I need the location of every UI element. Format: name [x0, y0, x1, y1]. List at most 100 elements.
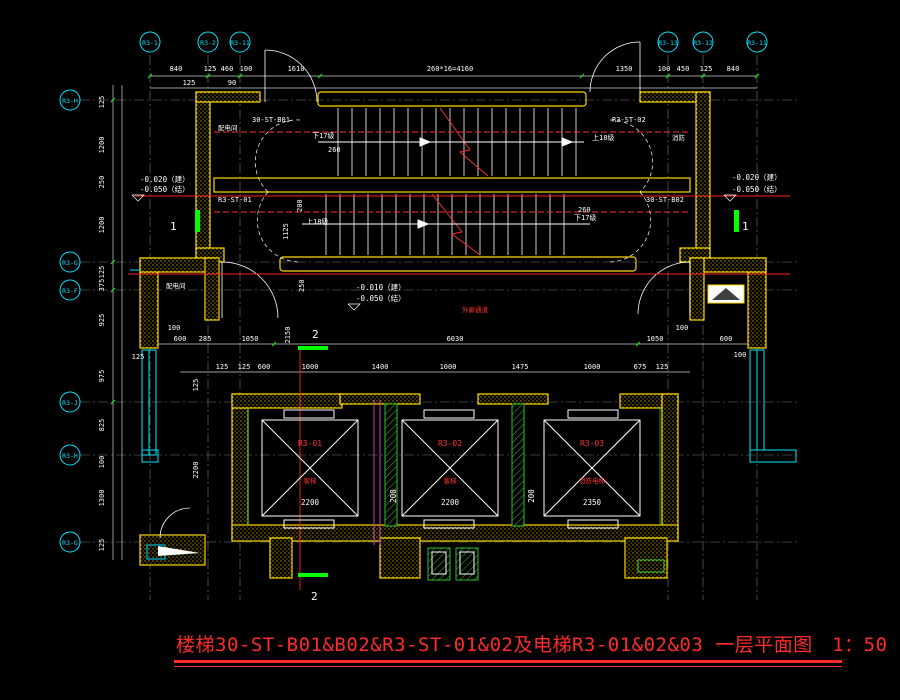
stair-break-lines — [214, 107, 690, 256]
dim-text: 90 — [228, 79, 236, 87]
dim-text: 260*16=4160 — [427, 65, 473, 73]
dim-text: 125 — [98, 266, 106, 279]
dim-text: 125 — [132, 353, 145, 361]
elevator-shafts — [261, 409, 665, 575]
stair-direction-arrows — [302, 137, 590, 229]
stair-landing-arcs — [254, 119, 653, 263]
dim-text: 1125 — [282, 223, 290, 240]
dim-text: 6030 — [447, 335, 464, 343]
dim-text: 1400 — [372, 363, 389, 371]
dim-text: 1200 — [98, 137, 106, 154]
dim-text: 100 — [240, 65, 253, 73]
grid-lines — [80, 55, 800, 600]
dim-text: 450 — [677, 65, 690, 73]
dim-text: 260 — [578, 206, 591, 214]
dim-text: 925 — [98, 314, 106, 327]
level-triangles — [131, 194, 737, 311]
dim-text: 125 — [98, 539, 106, 552]
section-lines — [128, 195, 790, 590]
window-frames — [130, 269, 797, 560]
stair-direction-label: 下17级 — [312, 131, 334, 140]
elevator-id: R3-02 — [438, 439, 462, 448]
grid-label: R3-H — [62, 452, 78, 460]
dim-text: 200 — [389, 489, 398, 503]
meter-box — [707, 284, 745, 304]
grid-label: R3-F — [62, 287, 78, 295]
grid-label: R3-G — [62, 259, 78, 267]
level-mark: -0.050（结） — [356, 293, 406, 303]
elevator-axis-lines — [373, 400, 381, 545]
dim-text: 250 — [298, 279, 306, 292]
elevator-width: 2200 — [441, 498, 460, 507]
dim-text: 285 — [199, 335, 212, 343]
dimension-lines — [112, 75, 760, 560]
dim-text: 125 — [183, 79, 196, 87]
dim-text: 975 — [98, 370, 106, 383]
room-label: 外廊通道 — [462, 305, 489, 314]
grid-label: R3-J — [62, 399, 78, 407]
dim-text: 125 — [98, 96, 106, 109]
stair-tag: 30-ST-B01 — [252, 116, 290, 124]
level-mark: -0.050（结） — [140, 184, 190, 194]
room-label: 消防 — [672, 133, 686, 142]
section-mark-label: 2 — [312, 328, 319, 341]
dim-text: 250 — [98, 176, 106, 189]
dim-text: 125 — [656, 363, 669, 371]
dim-text: 125 — [238, 363, 251, 371]
dim-text: 125 — [204, 65, 217, 73]
elevator-type: 客梯 — [444, 476, 458, 485]
entry-ramp-arrow — [158, 546, 200, 556]
dim-text: 460 — [221, 65, 234, 73]
dim-text: 840 — [727, 65, 740, 73]
dim-text: 1000 — [584, 363, 601, 371]
dim-text: 200 — [527, 489, 536, 503]
door-swings — [159, 41, 691, 539]
dim-text: 1050 — [647, 335, 664, 343]
section-mark-label: 2 — [311, 590, 318, 603]
grid-bubbles-top — [59, 31, 768, 553]
elevator-type: 消防电梯 — [579, 476, 606, 485]
grid-label: R3-2 — [200, 39, 216, 47]
dim-text: 100 — [658, 65, 671, 73]
dim-text: 600 — [174, 335, 187, 343]
dim-text: 1050 — [242, 335, 259, 343]
drawing-title: 楼梯30-ST-B01&B02&R3-ST-01&02及电梯R3-01&02&0… — [176, 634, 888, 656]
dim-text: 600 — [720, 335, 733, 343]
dim-text: 825 — [98, 419, 106, 432]
grid-label: R3-1 — [142, 39, 158, 47]
grid-label: R3-G — [62, 539, 78, 547]
dim-text: 1610 — [288, 65, 305, 73]
elevator-id: R3-01 — [298, 439, 322, 448]
section-mark-bars — [298, 346, 328, 577]
room-label: 配电间 — [218, 123, 238, 132]
dim-text: 100 — [168, 324, 181, 332]
dim-text: 100 — [98, 456, 106, 469]
fire-extinguisher-marks — [195, 210, 739, 232]
grid-label: R3-H — [62, 97, 78, 105]
dim-text: 2150 — [284, 327, 292, 344]
level-mark: -0.050（结） — [732, 184, 782, 194]
dim-text: 260 — [328, 146, 341, 154]
level-mark: -0.020（建） — [140, 174, 190, 184]
dim-text: 840 — [170, 65, 183, 73]
grid-label: R3-12 — [693, 39, 713, 47]
grid-label: R3-13 — [658, 39, 678, 47]
dim-text: 375 — [98, 279, 106, 292]
grid-label: R3-11 — [747, 39, 767, 47]
elevator-width: 2200 — [301, 498, 320, 507]
dim-text: 200 — [296, 199, 304, 212]
level-mark: -0.020（建） — [732, 172, 782, 182]
dim-text: 1350 — [616, 65, 633, 73]
dim-text: 125 — [700, 65, 713, 73]
dim-text: 100 — [734, 351, 747, 359]
dim-text: 1475 — [512, 363, 529, 371]
dim-text: 1200 — [98, 217, 106, 234]
stair-tag: 30-ST-B02 — [646, 196, 684, 204]
stair-direction-label: 上18级 — [592, 133, 614, 142]
elevator-inner-lines — [247, 408, 661, 525]
dim-text: 125 — [216, 363, 229, 371]
walls — [139, 91, 767, 579]
grid-label: R3-11 — [230, 39, 250, 47]
dim-text: 125 — [192, 379, 200, 392]
